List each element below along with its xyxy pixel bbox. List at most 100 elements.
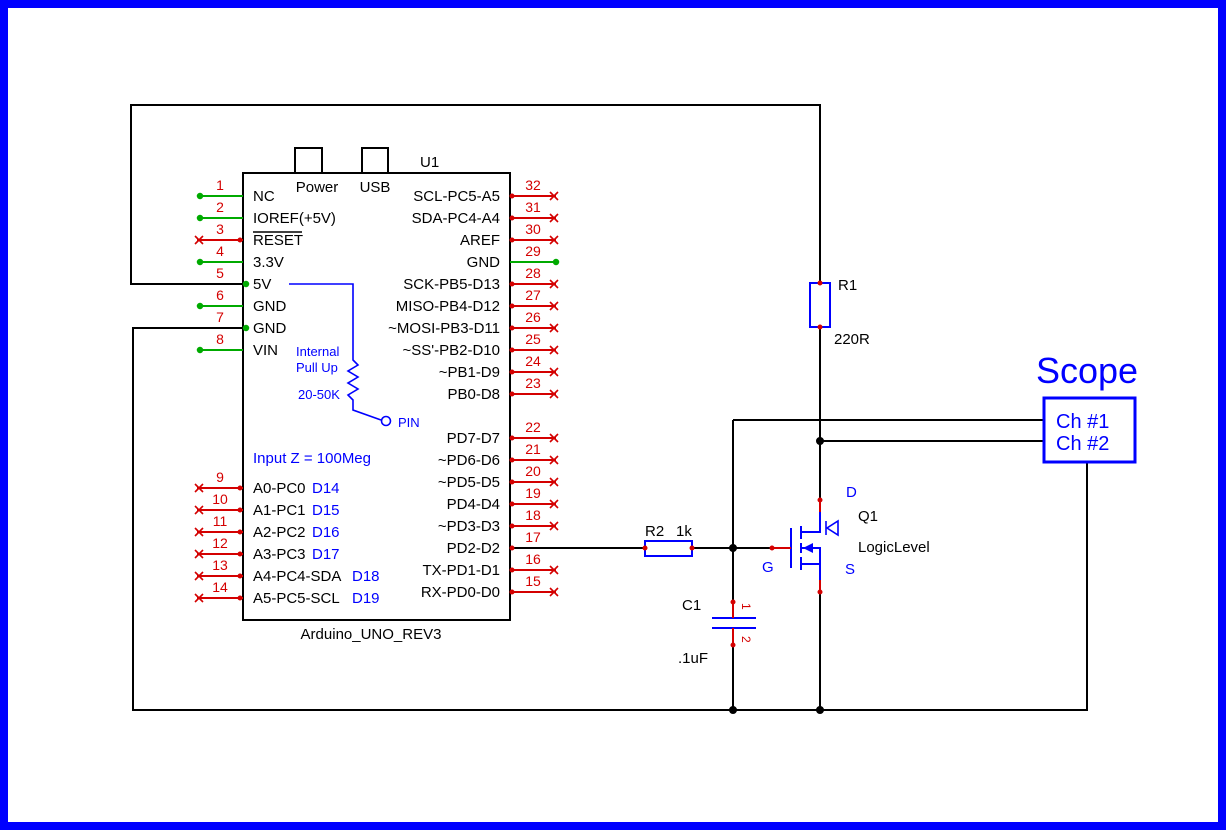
- ic-body: [242, 172, 511, 621]
- input-impedance-label: Input Z = 100Meg: [253, 450, 371, 467]
- r1-value: 220R: [834, 331, 870, 348]
- usb-label: USB: [360, 179, 391, 196]
- pin-number: 22: [525, 419, 541, 435]
- pullup-value: 20-50K: [298, 387, 340, 402]
- ic-name: Arduino_UNO_REV3: [301, 626, 442, 643]
- pin-label: SCL-PC5-A5: [413, 188, 500, 205]
- pin-number: 13: [212, 557, 228, 573]
- c1-designator: C1: [682, 597, 701, 614]
- pin-label: ~PD3-D3: [438, 518, 500, 535]
- r2-body: [644, 540, 693, 557]
- red-pin-dots: [237, 193, 823, 648]
- pin-number: 2: [216, 199, 224, 215]
- pin-number: 16: [525, 551, 541, 567]
- pin-number: 20: [525, 463, 541, 479]
- pin-label: A5-PC5-SCL: [253, 590, 340, 607]
- pin-label: VIN: [253, 342, 278, 359]
- pullup-text-2: Pull Up: [296, 360, 338, 375]
- scope-box: [1042, 396, 1137, 464]
- pin-number: 3: [216, 221, 224, 237]
- pin-alias: D17: [312, 546, 340, 563]
- ic-designator: U1: [420, 154, 439, 171]
- r2-designator: R2: [645, 523, 664, 540]
- pin-label: ~MOSI-PB3-D11: [388, 320, 500, 337]
- pin-label: PD4-D4: [447, 496, 500, 513]
- pin-number: 15: [525, 573, 541, 589]
- r1-body: [809, 282, 831, 328]
- pin-number: 14: [212, 579, 228, 595]
- pin-label: IOREF(+5V): [253, 210, 336, 227]
- pin-label: A0-PC0: [253, 480, 306, 497]
- c1-pin1-number: 1: [739, 603, 753, 610]
- c1-value: .1uF: [678, 650, 708, 667]
- pin-number: 27: [525, 287, 541, 303]
- pin-label: MISO-PB4-D12: [396, 298, 500, 315]
- pin-number: 7: [216, 309, 224, 325]
- pin-label: SCK-PB5-D13: [403, 276, 500, 293]
- scope-title: Scope: [1036, 350, 1138, 391]
- pin-label: PD2-D2: [447, 540, 500, 557]
- q1-source-label: S: [845, 561, 855, 578]
- r1-designator: R1: [838, 277, 857, 294]
- pin-label: AREF: [460, 232, 500, 249]
- pin-label: RX-PD0-D0: [421, 584, 500, 601]
- pin-label: SDA-PC4-A4: [412, 210, 500, 227]
- pin-label: A1-PC1: [253, 502, 306, 519]
- pin-label: PD7-D7: [447, 430, 500, 447]
- right-pin-stubs-red: [510, 195, 556, 593]
- pin-number: 4: [216, 243, 224, 259]
- pin-number: 12: [212, 535, 228, 551]
- pin-number: 23: [525, 375, 541, 391]
- c1-pin2-number: 2: [739, 636, 753, 643]
- q1-type: LogicLevel: [858, 539, 930, 556]
- q1-drain-label: D: [846, 484, 857, 501]
- pin-label: NC: [253, 188, 275, 205]
- pin-number: 26: [525, 309, 541, 325]
- q1-designator: Q1: [858, 508, 878, 525]
- pin-label: 3.3V: [253, 254, 284, 271]
- pin-alias: D15: [312, 502, 340, 519]
- pin-number: 10: [212, 491, 228, 507]
- pin-label: RESET: [253, 232, 303, 249]
- pin-label: PB0-D8: [447, 386, 500, 403]
- pin-number: 31: [525, 199, 541, 215]
- pin-number: 32: [525, 177, 541, 193]
- wire-ground-rail: [132, 327, 1088, 711]
- pin-number: 28: [525, 265, 541, 281]
- pin-label: GND: [467, 254, 501, 271]
- pin-number: 6: [216, 287, 224, 303]
- pin-number: 25: [525, 331, 541, 347]
- c1-plates: [712, 617, 756, 629]
- mosfet-q1: D G S Q1 LogicLevel: [762, 484, 930, 592]
- scope-ch2-label: Ch #2: [1056, 433, 1109, 455]
- pin-number: 17: [525, 529, 541, 545]
- power-connector: [294, 147, 323, 174]
- pin-label: GND: [253, 320, 287, 337]
- pin-number: 30: [525, 221, 541, 237]
- scope: Scope Ch #1 Ch #2: [1036, 350, 1138, 464]
- pin-number: 29: [525, 243, 541, 259]
- pin-number: 19: [525, 485, 541, 501]
- left-pin-stubs-red: [197, 239, 243, 599]
- pin-label: ~PD6-D6: [438, 452, 500, 469]
- pin-number: 9: [216, 469, 224, 485]
- q1-body-arrow: [803, 543, 813, 553]
- power-label: Power: [296, 179, 339, 196]
- pin-label: ~PD5-D5: [438, 474, 500, 491]
- pin-number: 18: [525, 507, 541, 523]
- pullup-resistor-wire: [289, 283, 382, 421]
- pin-number: 1: [216, 177, 224, 193]
- pin-number: 5: [216, 265, 224, 281]
- resistor-r2: R2 1k: [644, 523, 693, 557]
- left-pin-stubs-green: [197, 195, 243, 351]
- q1-diode-triangle: [825, 519, 839, 537]
- pin-number: 8: [216, 331, 224, 347]
- pin-label: A2-PC2: [253, 524, 306, 541]
- pin-alias: D16: [312, 524, 340, 541]
- pin-label: 5V: [253, 276, 271, 293]
- capacitor-c1: 1 2 C1 .1uF: [678, 597, 756, 667]
- pin-number: 21: [525, 441, 541, 457]
